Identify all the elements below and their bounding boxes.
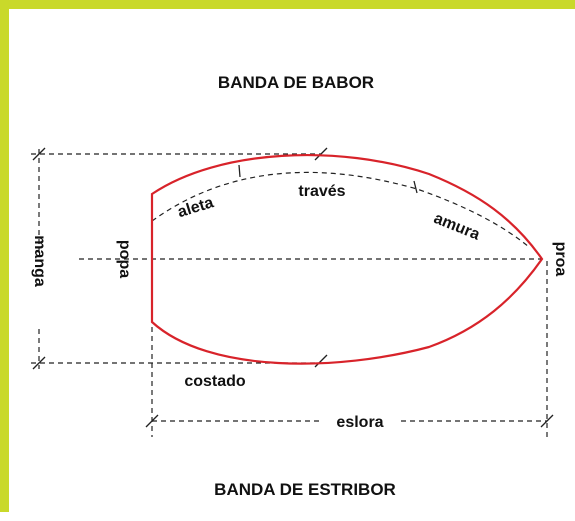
traves-amura-divider-tick <box>413 180 418 194</box>
eslora-label: eslora <box>336 414 383 431</box>
aleta-label: aleta <box>176 194 216 221</box>
port-side-title: BANDA DE BABOR <box>218 73 374 92</box>
starboard-side-title: BANDA DE ESTRIBOR <box>214 480 396 499</box>
manga-label: manga <box>31 235 48 287</box>
amura-label: amura <box>431 210 482 244</box>
traves-label: través <box>298 183 345 200</box>
hull-outline <box>150 154 544 365</box>
proa-label: proa <box>552 242 569 277</box>
quarter-arc-line <box>151 171 530 248</box>
popa-label: popa <box>116 240 133 278</box>
length-tick-left <box>145 414 159 428</box>
aleta-traves-divider-tick <box>238 164 241 178</box>
traves-tick-top <box>314 147 328 161</box>
beam-tick-top <box>32 147 46 161</box>
beam-tick-bottom <box>32 356 46 370</box>
traves-tick-bottom <box>314 354 328 368</box>
length-tick-right <box>540 414 554 428</box>
costado-label: costado <box>184 373 246 390</box>
boat-diagram: BANDA DE BABOR BANDA DE ESTRIBOR <box>31 73 569 499</box>
